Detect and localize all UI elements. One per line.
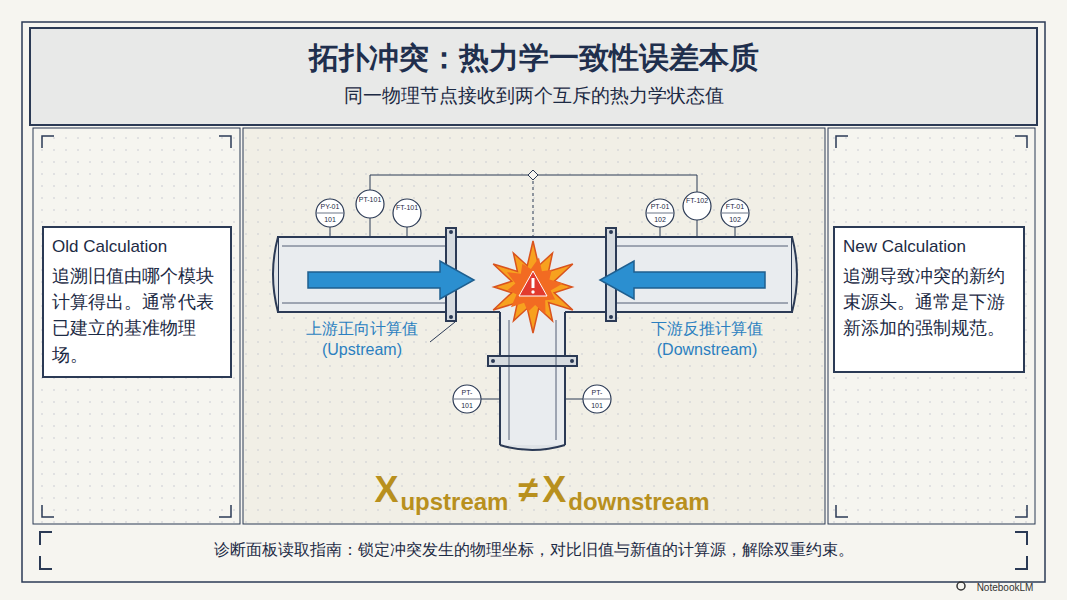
bolt: [570, 359, 574, 363]
watermark-logo: [957, 582, 965, 590]
bolt: [491, 359, 495, 363]
formula-term: ≠: [518, 469, 538, 511]
left-panel-grid: [33, 128, 240, 524]
flange: [488, 356, 577, 366]
instrument-bubble: [356, 190, 384, 218]
box-text: 追溯导致冲突的新约束源头。通常是下游新添加的强制规范。: [843, 263, 1015, 341]
box-heading: New Calculation: [843, 236, 1015, 257]
pipe-end: [792, 237, 797, 312]
instrument-bubbles: [316, 190, 749, 413]
pipe-wall-lines: [282, 246, 788, 440]
instrument-tag: PT-01: [651, 203, 670, 211]
instrument-tag: FT-101: [396, 204, 418, 212]
instrument-bubble: [393, 199, 421, 227]
bolts: [449, 230, 613, 363]
bolt: [449, 230, 453, 234]
center-panel: [243, 128, 825, 524]
center-panel-grid: [243, 128, 825, 524]
warning-triangle: [519, 271, 547, 296]
left-panel: [33, 128, 240, 524]
warning-mark: [532, 278, 535, 288]
formula-term: downstream: [568, 488, 709, 516]
pipe: [273, 228, 797, 450]
watermark: NotebookLM: [977, 582, 1034, 593]
bolt: [609, 230, 613, 234]
instrument-stem: [330, 218, 735, 237]
instrument-tag: 102: [729, 216, 741, 224]
downstream-arrow: [600, 261, 765, 299]
flow-label: 下游反推计算值 (Downstream): [637, 319, 777, 361]
instrument-tag: PT-101: [359, 196, 382, 204]
flow-label: 上游正向计算值 (Upstream): [296, 319, 428, 361]
warning-mark: [531, 290, 534, 293]
header-band: [30, 28, 1037, 125]
right-panel-grid: [828, 128, 1035, 524]
pipe-tee-outline: [456, 237, 606, 445]
outer-frame: [22, 22, 1045, 582]
formula-term: X: [542, 469, 566, 511]
formula-term: upstream: [400, 488, 508, 516]
instrument-tag: 101: [324, 216, 336, 224]
bolt: [609, 315, 613, 319]
instrument-tag: FT-01: [726, 203, 744, 211]
instrument-bubble: [683, 192, 711, 220]
info-box: New Calculation 追溯导致冲突的新约束源头。通常是下游新添加的强制规…: [833, 226, 1025, 373]
info-box: Old Calculation 追溯旧值由哪个模块计算得出。通常代表已建立的基准物…: [42, 226, 232, 378]
instrument-tag: PT-: [462, 389, 473, 397]
box-text: 追溯旧值由哪个模块计算得出。通常代表已建立的基准物理场。: [52, 263, 222, 367]
upstream-arrow: [308, 261, 474, 299]
corner-brackets: [40, 136, 1027, 569]
bolt: [449, 315, 453, 319]
instrument-tag: 102: [654, 216, 666, 224]
logo-mark: [957, 582, 965, 590]
title: 拓扑冲突：热力学一致性误差本质: [309, 40, 759, 76]
signal-line: [533, 175, 534, 237]
bubble-divider: [317, 213, 748, 399]
instrument-tag: FT-102: [686, 197, 708, 205]
leader-line: [430, 322, 455, 342]
instrument-tag: 101: [461, 402, 473, 410]
right-panel: [828, 128, 1035, 524]
pipe-wall: [282, 246, 788, 440]
pipe-end: [500, 445, 565, 450]
junction-diamond: [528, 170, 538, 180]
conflict-burst-inner: [507, 258, 563, 315]
box-heading: Old Calculation: [52, 236, 222, 257]
header-band: 拓扑冲突：热力学一致性误差本质同一物理节点接收到两个互斥的热力学状态值: [30, 28, 1037, 125]
pipe-end: [273, 237, 278, 312]
instrument-tag: 101: [591, 402, 603, 410]
footer-bracket: [40, 532, 1027, 569]
conflict-burst: [493, 241, 573, 333]
box-text: 诊断面板读取指南：锁定冲突发生的物理坐标，对比旧值与新值的计算源，解除双重约束。: [214, 540, 854, 560]
footer-band: 诊断面板读取指南：锁定冲突发生的物理坐标，对比旧值与新值的计算源，解除双重约束。: [60, 527, 1008, 573]
corner-bracket: [42, 136, 231, 517]
formula-term: X: [374, 469, 398, 511]
corner-bracket: [836, 136, 1027, 517]
bubble-dividers: [317, 213, 748, 399]
instrument-tag: PY-01: [321, 203, 340, 211]
formula: Xupstream≠Xdownstream: [372, 469, 717, 511]
instrument-tag: PT-: [592, 389, 603, 397]
box-text: 同一物理节点接收到两个互斥的热力学状态值: [344, 84, 724, 108]
